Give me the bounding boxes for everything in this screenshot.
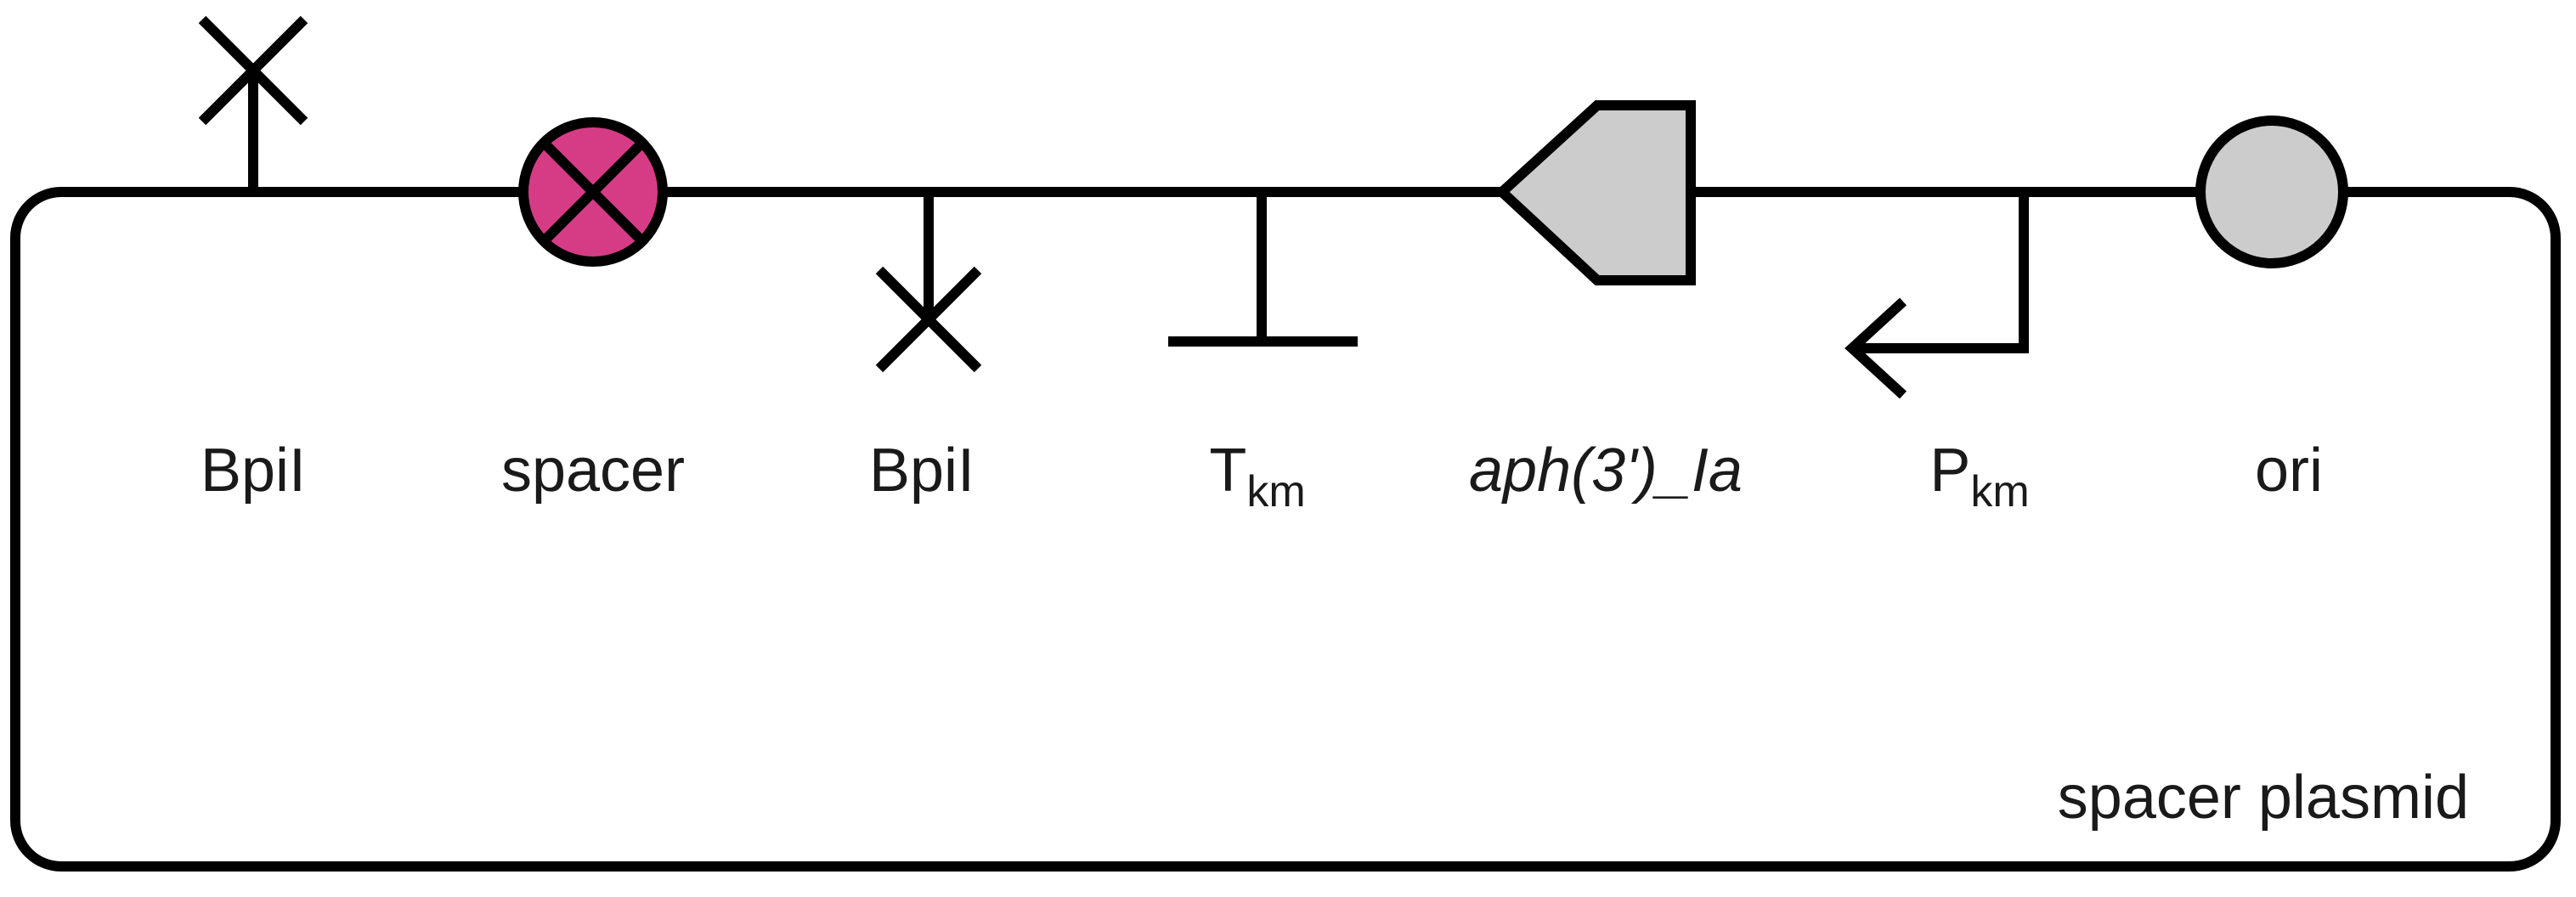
bpil-1-label: BpiI (201, 437, 306, 505)
spacer-icon (518, 117, 668, 267)
bpil-site-2-icon (875, 192, 982, 373)
plasmid-backbone (10, 187, 2561, 872)
spacer-label: spacer (501, 437, 685, 505)
tkm-label-main: T (1209, 437, 1246, 505)
tkm-label: Tkm (1209, 437, 1305, 516)
bpil-2-label: BpiI (869, 437, 974, 505)
aph-label: aph(3')_Ia (1469, 437, 1743, 505)
origin-icon (2195, 116, 2348, 268)
ori-label: ori (2255, 437, 2323, 505)
pkm-label: Pkm (1929, 437, 2029, 516)
bpil-site-1-icon (198, 15, 308, 192)
tkm-label-sub: km (1246, 467, 1305, 516)
promoter-icon (1844, 192, 2029, 399)
pkm-label-main: P (1929, 437, 1970, 505)
terminator-icon (1168, 192, 1358, 347)
cds-icon (1494, 100, 1696, 285)
plasmid-name-label: spacer plasmid (2058, 764, 2469, 832)
pkm-label-sub: km (1970, 467, 2029, 516)
